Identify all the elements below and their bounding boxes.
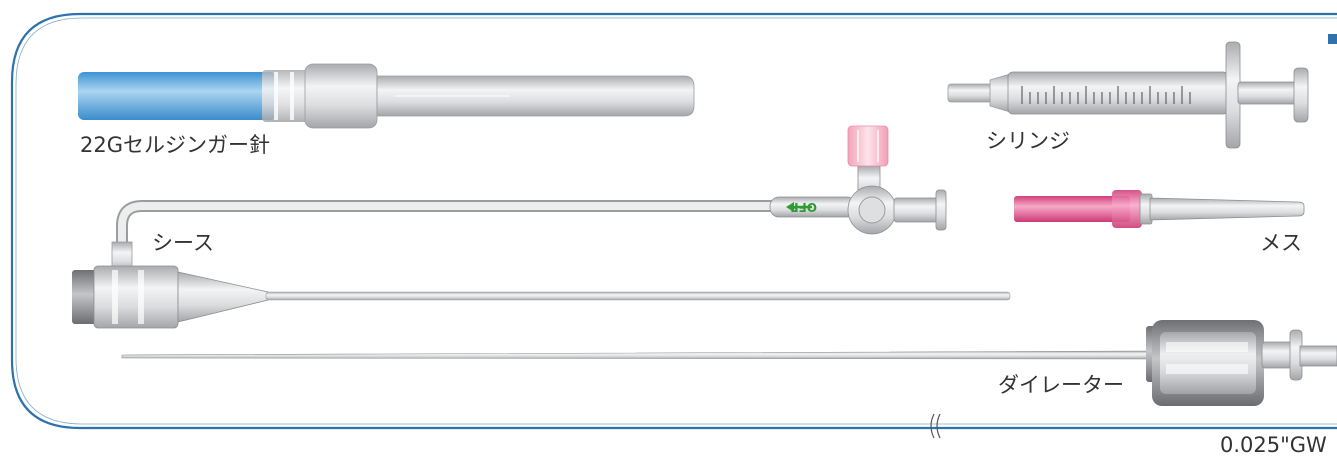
guidewire-label: 0.025"GW (1220, 433, 1327, 457)
stopcock-off-text: OFF (790, 200, 817, 214)
needle-label: 22Gセルジンガー針 (80, 133, 270, 157)
stopcock-cap (848, 126, 888, 166)
syringe-label: シリンジ (986, 129, 1070, 153)
dilator-label: ダイレーター (998, 373, 1124, 397)
needle-hub-blue (78, 72, 276, 120)
sheath-label: シース (152, 231, 214, 255)
scalpel-label: メス (1260, 231, 1302, 255)
